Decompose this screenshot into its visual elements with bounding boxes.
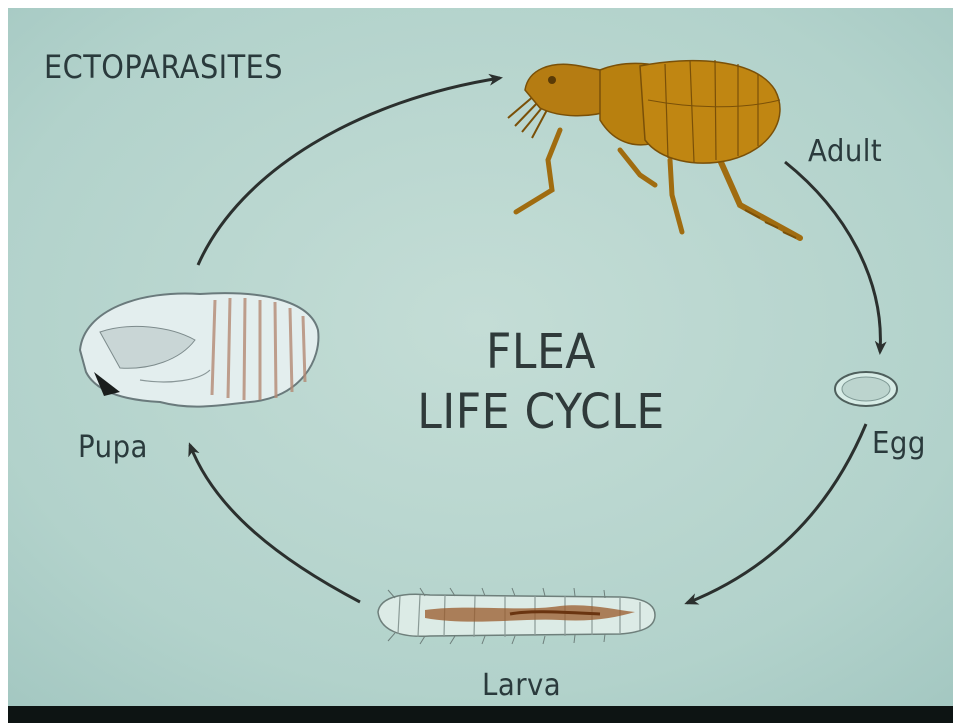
egg-illustration	[835, 372, 897, 406]
pupa-illustration	[80, 293, 318, 406]
stage-label-larva: Larva	[482, 668, 561, 703]
section-title: ECTOPARASITES	[44, 48, 283, 86]
stage-label-pupa: Pupa	[78, 430, 148, 465]
diagram-title-line1: FLEA	[408, 322, 675, 382]
diagram-title-line2: LIFE CYCLE	[408, 382, 675, 442]
diagram-title: FLEA LIFE CYCLE	[408, 322, 675, 442]
stage-label-egg: Egg	[872, 426, 926, 461]
stage-label-adult: Adult	[808, 134, 882, 169]
